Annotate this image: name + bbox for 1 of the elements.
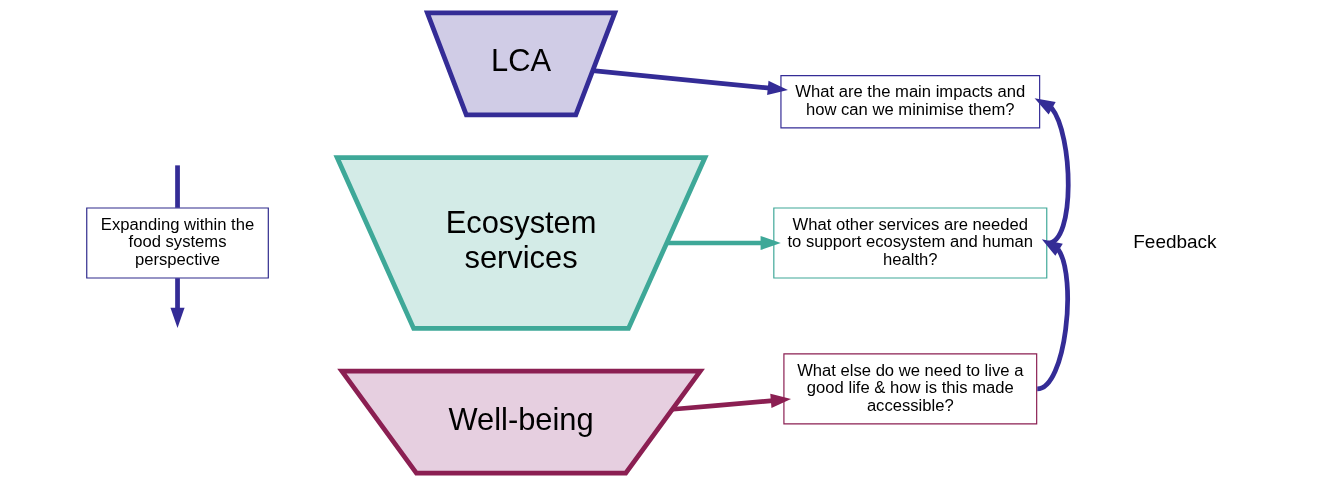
label: Feedback	[1132, 230, 1217, 252]
